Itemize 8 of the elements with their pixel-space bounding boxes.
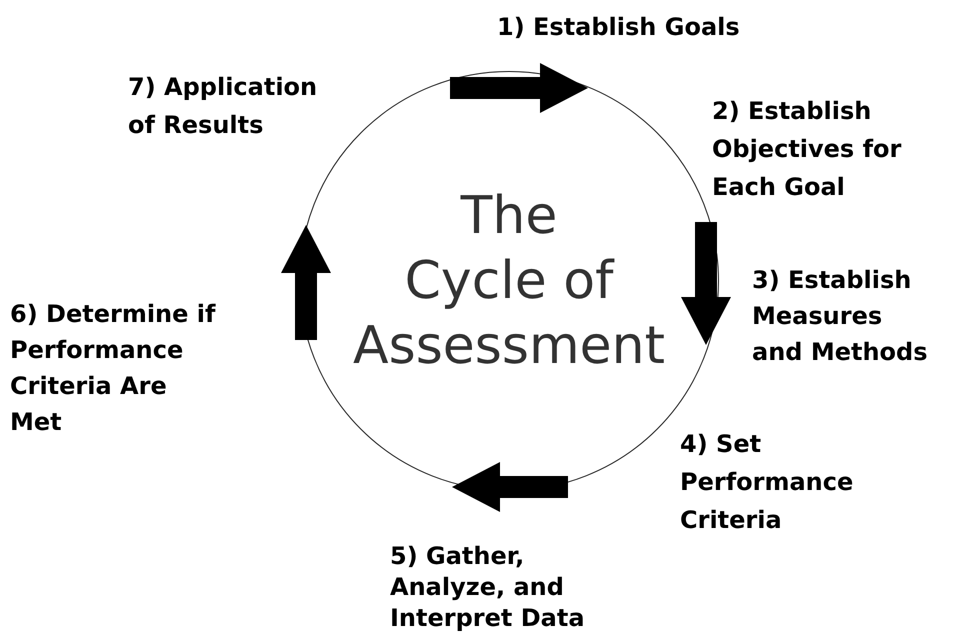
step-label: 4) Set Performance Criteria — [680, 425, 854, 539]
step-label: 3) Establish Measures and Methods — [752, 262, 928, 370]
center-title: The Cycle of Assessment — [353, 184, 665, 378]
step-label: 1) Establish Goals — [497, 12, 740, 42]
step-label: 7) Application of Results — [128, 68, 318, 144]
step-label: 6) Determine if Performance Criteria Are Met — [10, 296, 216, 440]
step-label: 5) Gather, Analyze, and Interpret Data — [390, 541, 585, 634]
step-label: 2) Establish Objectives for Each Goal — [712, 92, 902, 206]
